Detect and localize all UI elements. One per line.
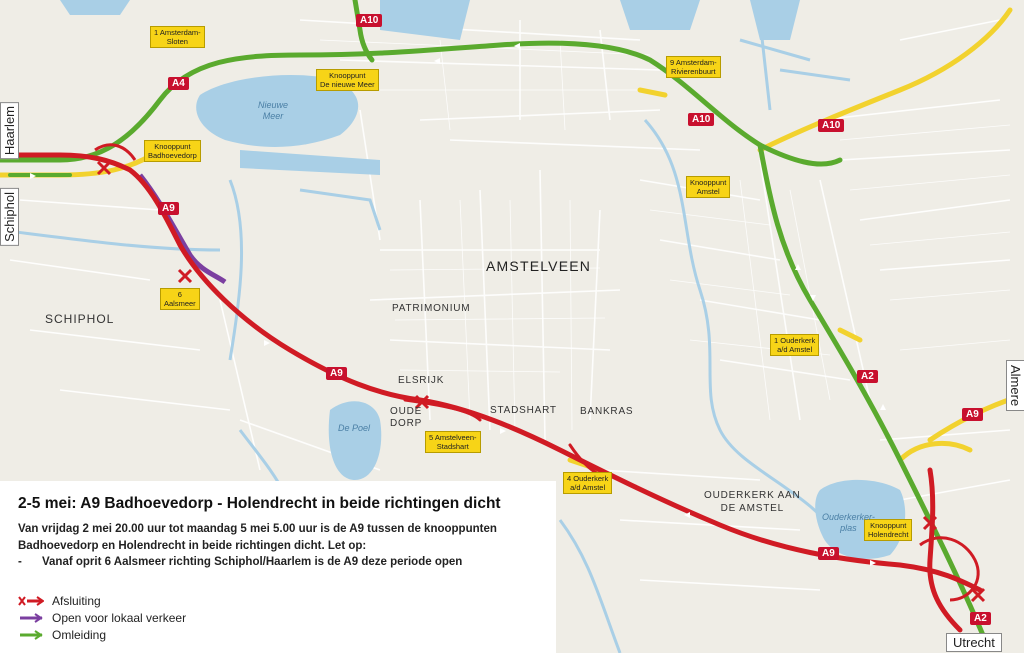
detour-a2: [757, 142, 988, 643]
info-body-line: Van vrijdag 2 mei 20.00 uur tot maandag …: [18, 523, 497, 535]
highway-shield-a10-right: A10: [818, 119, 845, 132]
direction-sign-haarlem: Haarlem: [0, 102, 19, 160]
legend-label-local-traffic: Open voor lokaal verkeer: [52, 610, 187, 625]
closure-x-a2: [970, 587, 986, 603]
north-water: [380, 0, 470, 40]
closure-legend-icon: [18, 595, 44, 606]
highway-shield-a9-lower: A9: [818, 547, 839, 560]
nieuwe-meer-channel: [240, 150, 380, 175]
legend-item-closure: Afsluiting: [18, 592, 186, 609]
legend-label-closure: Afsluiting: [52, 593, 101, 608]
detour-a10-north: [352, 0, 375, 63]
closure-markers: [96, 160, 986, 603]
north-water-3: [750, 0, 800, 40]
info-panel: 2-5 mei: A9 Badhoevedorp - Holendrecht i…: [0, 481, 556, 653]
detour-roads: [0, 0, 988, 643]
detour-legend-icon: [20, 629, 43, 640]
info-body-line: Badhoevedorp en Holendrecht in beide ric…: [18, 540, 367, 552]
legend: Afsluiting Open voor lokaal verkeer Omle…: [18, 592, 186, 643]
area-label-patrimonium: PATRIMONIUM: [392, 303, 471, 314]
highway-shield-a2-bottom: A2: [970, 612, 991, 625]
de-poel-lake: [328, 401, 382, 480]
nieuwe-meer-lake: [196, 75, 359, 147]
water-label-ouderkerkerplas: Ouderkerker-plas: [822, 512, 875, 533]
legend-item-local-traffic: Open voor lokaal verkeer: [18, 609, 186, 626]
closure-x-badhoevedorp: [96, 160, 112, 176]
closure-x-amstelveen: [414, 394, 430, 410]
north-water-4: [60, 0, 130, 15]
info-title: 2-5 mei: A9 Badhoevedorp - Holendrecht i…: [18, 495, 501, 512]
north-water-2: [620, 0, 700, 30]
waterways: [0, 19, 851, 653]
highway-shield-a4: A4: [168, 77, 189, 90]
junction-label-sloten: 1 Amsterdam-Sloten: [150, 26, 205, 48]
area-label-amstelveen: AMSTELVEEN: [486, 258, 592, 274]
area-label-stadshart: STADSHART: [490, 405, 557, 416]
road-arrows: [30, 43, 886, 566]
info-note-bullet: -: [18, 556, 22, 568]
local-traffic-legend-icon: [20, 612, 43, 623]
water-bodies: [60, 0, 906, 559]
highway-shield-a9-center: A9: [326, 367, 347, 380]
highway-shield-a9-badhoevedorp: A9: [158, 202, 179, 215]
info-note: - Vanaf oprit 6 Aalsmeer richting Schipho…: [18, 556, 462, 568]
street-network: [9, 19, 1011, 591]
highway-shield-a10-top: A10: [356, 14, 383, 27]
closure-x-aalsmeer: [177, 268, 193, 284]
info-body: Van vrijdag 2 mei 20.00 uur tot maandag …: [18, 521, 497, 555]
area-label-elsrijk: ELSRIJK: [398, 375, 445, 386]
direction-sign-almere: Almere: [1006, 360, 1024, 412]
highway-shield-a9-east: A9: [962, 408, 983, 421]
water-label-de-poel: De Poel: [338, 423, 371, 433]
direction-sign-schiphol: Schiphol: [0, 188, 19, 246]
detour-a4-a10: [0, 40, 843, 167]
legend-item-detour: Omleiding: [18, 626, 186, 643]
area-label-schiphol: SCHIPHOL: [45, 312, 115, 326]
highway-shield-a10-mid: A10: [688, 113, 715, 126]
direction-sign-utrecht: Utrecht: [946, 633, 1002, 652]
info-note-text: Vanaf oprit 6 Aalsmeer richting Schiphol…: [42, 556, 463, 568]
junction-label-amstelveen-stadshart: 5 Amstelveen-Stadshart: [425, 431, 481, 453]
closure-a9-ramps: [94, 143, 980, 602]
legend-label-detour: Omleiding: [52, 627, 107, 642]
junction-label-rivierenbuurt: 9 Amsterdam-Rivierenbuurt: [666, 56, 721, 78]
area-label-bankras: BANKRAS: [580, 406, 634, 417]
highway-shield-a2-mid: A2: [857, 370, 878, 383]
closure-x-holendrecht: [922, 515, 938, 531]
